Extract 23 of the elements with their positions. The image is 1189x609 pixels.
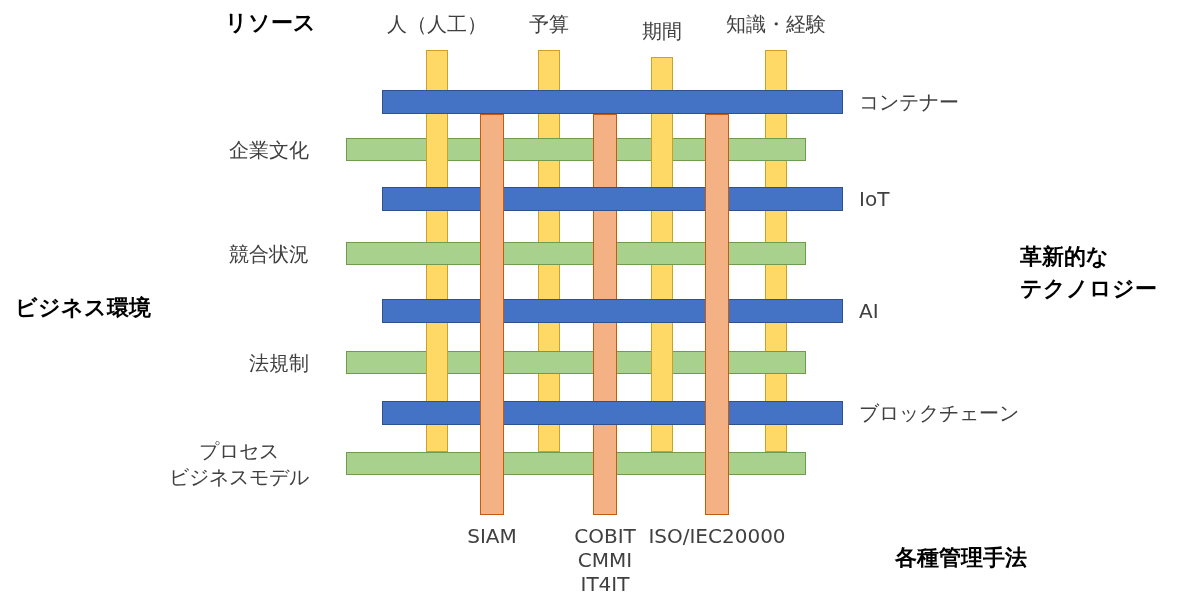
strip-label: CMMI <box>577 548 633 572</box>
group-heading: 各種管理手法 <box>895 544 1027 572</box>
strip-label: ビジネスモデル <box>169 463 309 490</box>
strip-label: コンテナー <box>859 89 959 115</box>
group-heading: テクノロジー <box>1020 275 1157 303</box>
strip-label: SIAM <box>467 524 517 548</box>
strip-label: IT4IT <box>580 572 630 596</box>
strip-label: ISO/IEC20000 <box>648 524 786 548</box>
strip-label: 知識・経験 <box>726 11 826 37</box>
strip-label: AI <box>859 298 879 324</box>
strip-label: 人（人工） <box>387 11 487 37</box>
group-heading: ビジネス環境 <box>15 294 151 322</box>
group-heading: リソース <box>225 9 316 37</box>
strip-label: ブロックチェーン <box>859 400 1019 426</box>
group-heading: 革新的な <box>1020 243 1109 271</box>
strip-label: プロセス <box>199 437 279 464</box>
strip-label: 競合状況 <box>229 240 309 267</box>
strip-label: 法規制 <box>249 349 309 376</box>
strip-label: 予算 <box>529 11 569 37</box>
strip-label: 企業文化 <box>229 136 309 163</box>
strip-label: COBIT <box>574 524 636 548</box>
strip-label: IoT <box>859 186 890 212</box>
strip-label: 期間 <box>642 18 682 44</box>
